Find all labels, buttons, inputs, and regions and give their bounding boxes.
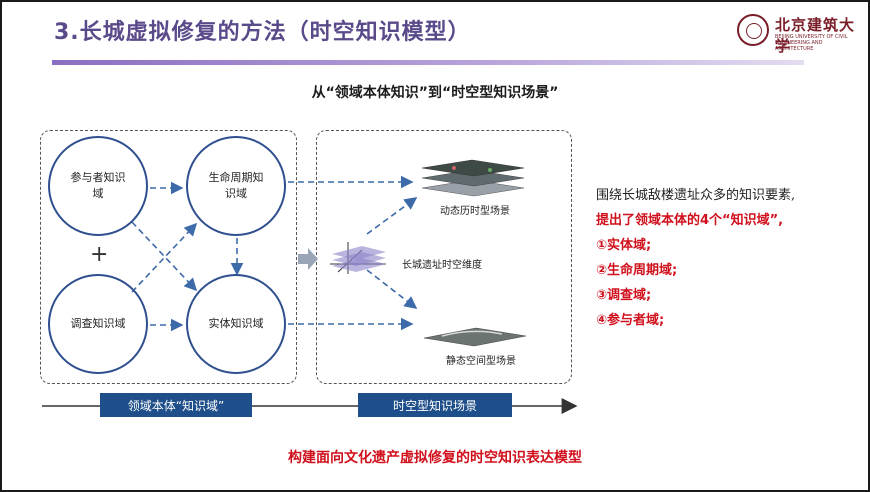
lifecycle-domain-label: 生命周期知识域 xyxy=(208,171,264,200)
lifecycle-domain-circle: 生命周期知识域 xyxy=(186,136,286,236)
domain-list-item: ③调查域; xyxy=(596,288,652,303)
dynamic-scene-image xyxy=(421,159,525,197)
knowledge-domain-summary: 围绕长城敌楼遗址众多的知识要素, 提出了领域本体的4个“知识域”, ①实体域; … xyxy=(596,183,795,333)
timeline-label-scene: 时空型知识场景 xyxy=(358,393,512,417)
summary-intro: 围绕长城敌楼遗址众多的知识要素, xyxy=(596,188,796,203)
university-english-name: BEIJING UNIVERSITY OF CIVIL ENGINEERING … xyxy=(775,34,848,52)
entity-domain-label: 实体知识域 xyxy=(208,317,264,330)
diagram-subtitle: 从“领域本体知识”到“时空型知识场景” xyxy=(311,85,559,101)
static-scene-image xyxy=(423,327,527,347)
entity-domain-circle: 实体知识域 xyxy=(186,274,286,374)
survey-domain-circle: 调查知识域 xyxy=(48,274,148,374)
participant-domain-circle: 参与者知识域 xyxy=(48,136,148,236)
domain-list-item: ④参与者域; xyxy=(596,313,665,328)
title-underline xyxy=(52,60,804,65)
plus-sign: + xyxy=(90,242,109,267)
arrow-participant-entity xyxy=(131,221,198,292)
dynamic-scene-label: 动态历时型场景 xyxy=(440,206,510,217)
university-logo: 北京建筑大学 BEIJING UNIVERSITY OF CIVIL ENGIN… xyxy=(737,14,859,55)
arrow-survey-lifecycle xyxy=(131,222,198,293)
axis-cube-icon xyxy=(330,242,386,274)
arrow-dimension-static xyxy=(366,269,418,309)
survey-domain-label: 调查知识域 xyxy=(70,317,126,330)
participant-domain-label: 参与者知识域 xyxy=(70,171,126,200)
slide-title: 3.长城虚拟修复的方法（时空知识模型） xyxy=(54,20,471,45)
domain-list-item: ①实体域; xyxy=(596,238,652,253)
university-seal-icon xyxy=(737,14,769,46)
block-arrow-icon xyxy=(298,248,318,270)
dashed-arrows xyxy=(131,175,418,332)
domain-list-item: ②生命周期域; xyxy=(596,263,678,278)
domain-ontology-box xyxy=(40,130,297,384)
spatiotemporal-scene-box xyxy=(316,130,572,384)
university-name: 北京建筑大学 xyxy=(775,16,856,55)
dimension-label: 长城遗址时空维度 xyxy=(402,260,482,271)
conclusion-text: 构建面向文化遗产虚拟修复的时空知识表达模型 xyxy=(288,450,582,466)
static-scene-label: 静态空间型场景 xyxy=(446,356,516,367)
arrow-dimension-dynamic xyxy=(366,197,418,235)
timeline-label-domain: 领域本体“知识域” xyxy=(100,393,252,417)
summary-headline: 提出了领域本体的4个“知识域”, xyxy=(596,213,784,228)
